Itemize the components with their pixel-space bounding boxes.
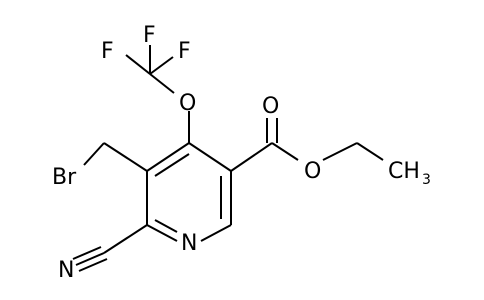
atom-f1: F	[101, 39, 114, 64]
atom-n-ring: N	[181, 231, 197, 256]
atom-f3: F	[178, 39, 191, 64]
bond-cn-triple-1	[75, 252, 105, 266]
bond-oester-ch2	[322, 142, 358, 161]
bond-ch2-br	[83, 142, 105, 166]
bond-ch2-ch3	[356, 142, 384, 161]
bond-c2-cn	[103, 224, 148, 254]
bond-ring-c3-c4-inner	[154, 153, 190, 177]
bond-ring-c6-n	[200, 224, 232, 242]
bond-ring-c3-c4	[146, 142, 190, 172]
bond-ring-n-c2	[146, 224, 178, 242]
atom-ch3-ch: CH	[388, 159, 420, 184]
bond-c3-ch2	[103, 142, 148, 172]
atom-br: Br	[52, 165, 77, 190]
bond-cf3-f3	[149, 56, 174, 75]
atom-o-ether: O	[179, 91, 196, 116]
bond-cn-triple-3	[78, 258, 108, 272]
atom-n-nitrile: N	[58, 258, 74, 283]
bond-c5-carbonylc	[230, 142, 273, 172]
bond-cn-triple-2	[72, 246, 102, 260]
atom-ch3-subscript: 3	[422, 172, 431, 188]
bond-ring-c4-c5	[188, 142, 232, 172]
atom-o-carbonyl: O	[262, 94, 279, 119]
bond-cf3-o	[149, 73, 175, 94]
bond-carbonylc-oester	[271, 142, 299, 161]
atom-f2: F	[143, 23, 156, 48]
bond-cf3-f1	[125, 54, 151, 75]
bond-ring-n-c2-inner	[154, 219, 178, 233]
atom-o-ester: O	[304, 159, 321, 184]
